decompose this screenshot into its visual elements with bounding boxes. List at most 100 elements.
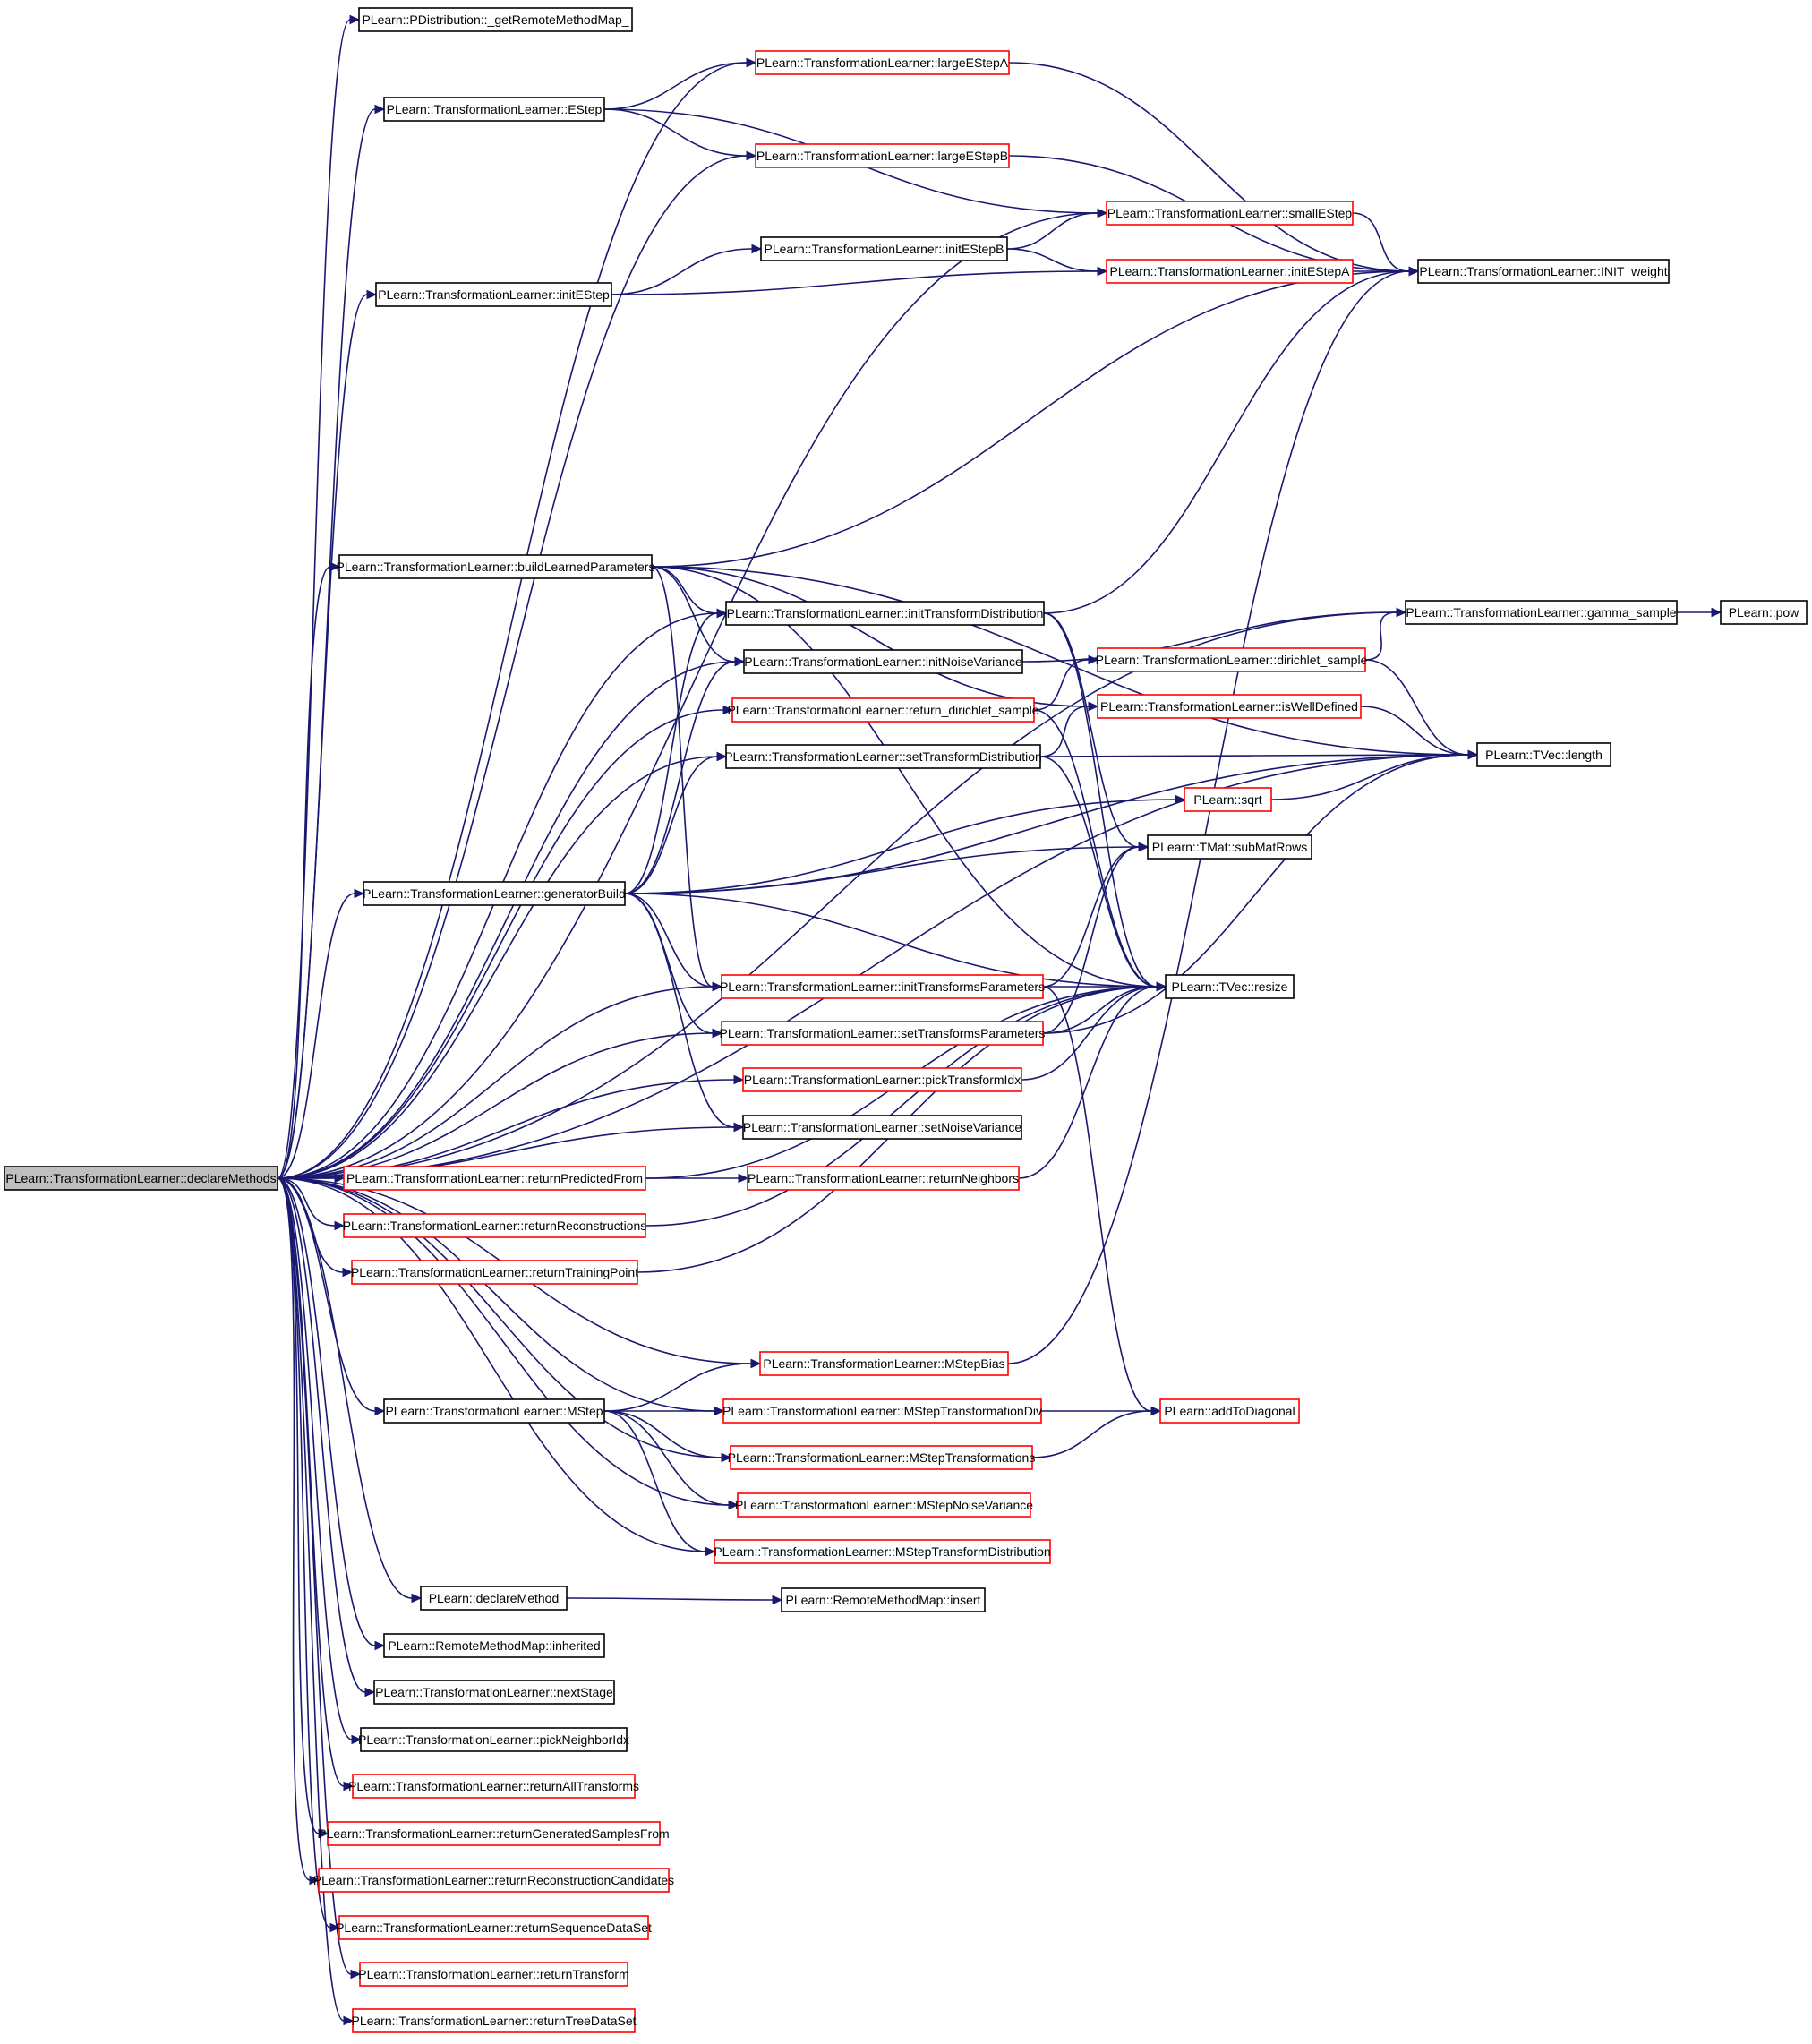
- arrowhead: [374, 104, 386, 115]
- edge-line: [611, 270, 1098, 295]
- node-label: PLearn::TransformationLearner::returnGen…: [318, 1826, 669, 1841]
- node-largeEStepA[interactable]: PLearn::TransformationLearner::largeESte…: [755, 50, 1010, 75]
- node-retSeqDS[interactable]: PLearn::TransformationLearner::returnSeq…: [336, 1915, 652, 1940]
- edge-MStep-to-MStepNV: [603, 1410, 739, 1510]
- edge-line: [603, 108, 748, 157]
- node-label: PLearn::pow: [1729, 605, 1799, 620]
- node-setTP[interactable]: PLearn::TransformationLearner::setTransf…: [720, 1021, 1046, 1046]
- node-retNeigh[interactable]: PLearn::TransformationLearner::returnNei…: [747, 1166, 1020, 1191]
- node-initNV[interactable]: PLearn::TransformationLearner::initNoise…: [743, 649, 1023, 674]
- arrowhead: [1097, 266, 1108, 277]
- edge-line: [277, 1177, 353, 1740]
- node-retTreeDS[interactable]: PLearn::TransformationLearner::returnTre…: [351, 2008, 637, 2033]
- node-box: [760, 236, 1008, 261]
- node-subMatRows[interactable]: PLearn::TMat::subMatRows: [1147, 834, 1312, 860]
- arrowhead: [746, 150, 757, 161]
- node-initEStepB[interactable]: PLearn::TransformationLearner::initEStep…: [760, 236, 1008, 261]
- edge-line: [1008, 62, 1410, 272]
- node-retAllT[interactable]: PLearn::TransformationLearner::returnAll…: [348, 1774, 639, 1799]
- node-label: PLearn::TVec::length: [1485, 748, 1603, 762]
- node-pickTI[interactable]: PLearn::TransformationLearner::pickTrans…: [742, 1067, 1022, 1092]
- node-gamma[interactable]: PLearn::TransformationLearner::gamma_sam…: [1405, 600, 1678, 625]
- edge-initEStepB-to-smallEStep: [1006, 208, 1108, 250]
- node-MStepBias[interactable]: PLearn::TransformationLearner::MStepBias: [759, 1351, 1009, 1376]
- node-label: PLearn::declareMethod: [429, 1591, 560, 1605]
- edge-line: [277, 893, 355, 1179]
- edge-line: [1042, 846, 1140, 988]
- node-setNV[interactable]: PLearn::TransformationLearner::setNoiseV…: [742, 1115, 1022, 1140]
- node-MStepNV[interactable]: PLearn::TransformationLearner::MStepNois…: [735, 1492, 1033, 1518]
- arrowhead: [329, 561, 341, 572]
- node-label: PLearn::TransformationLearner::dirichlet…: [1096, 653, 1368, 667]
- node-root[interactable]: PLearn::TransformationLearner::declareMe…: [4, 1166, 278, 1191]
- node-label: PLearn::TransformationLearner::largeESte…: [756, 56, 1009, 70]
- node-label: PLearn::TransformationLearner::setTransf…: [724, 749, 1042, 764]
- node-getRemote[interactable]: PLearn::PDistribution::_getRemoteMethodM…: [358, 7, 633, 32]
- node-initTD[interactable]: PLearn::TransformationLearner::initTrans…: [725, 601, 1045, 626]
- node-pickNI[interactable]: PLearn::TransformationLearner::pickNeigh…: [358, 1727, 629, 1752]
- edge-line: [277, 709, 724, 1179]
- edge-root-to-rmmInherited: [277, 1177, 386, 1651]
- node-resize[interactable]: PLearn::TVec::resize: [1165, 974, 1295, 999]
- node-buildLP[interactable]: PLearn::TransformationLearner::buildLear…: [337, 554, 655, 579]
- node-pow[interactable]: PLearn::pow: [1720, 600, 1808, 625]
- node-sqrt[interactable]: PLearn::sqrt: [1184, 787, 1272, 812]
- node-setTD[interactable]: PLearn::TransformationLearner::setTransf…: [724, 744, 1042, 769]
- edge-line: [277, 1177, 345, 1787]
- node-box: [725, 744, 1041, 769]
- node-initTP[interactable]: PLearn::TransformationLearner::initTrans…: [720, 974, 1045, 999]
- node-dirichlet[interactable]: PLearn::TransformationLearner::dirichlet…: [1096, 647, 1368, 672]
- node-retRecon[interactable]: PLearn::TransformationLearner::returnRec…: [343, 1213, 647, 1238]
- node-label: PLearn::TransformationLearner::returnRec…: [313, 1873, 674, 1887]
- node-MStepTDiv[interactable]: PLearn::TransformationLearner::MStepTran…: [722, 1398, 1042, 1424]
- node-smallEStep[interactable]: PLearn::TransformationLearner::smallESte…: [1106, 201, 1354, 226]
- node-rmmInherited[interactable]: PLearn::RemoteMethodMap::inherited: [383, 1633, 605, 1658]
- arrowhead: [1088, 701, 1099, 712]
- edge-line: [1021, 611, 1397, 663]
- node-label: PLearn::TransformationLearner::returnAll…: [348, 1779, 639, 1793]
- node-label: PLearn::TVec::resize: [1172, 979, 1288, 994]
- node-isWellDefined[interactable]: PLearn::TransformationLearner::isWellDef…: [1097, 694, 1362, 719]
- node-addToDiag[interactable]: PLearn::addToDiagonal: [1159, 1398, 1300, 1424]
- node-length[interactable]: PLearn::TVec::length: [1476, 742, 1611, 767]
- edge-line: [603, 62, 748, 110]
- node-EStep[interactable]: PLearn::TransformationLearner::EStep: [383, 97, 605, 122]
- edge-setTD-to-resize: [1039, 756, 1167, 992]
- node-box: [781, 1587, 986, 1612]
- node-initEStep[interactable]: PLearn::TransformationLearner::initEStep: [375, 282, 612, 307]
- edge-MStepTrans-to-addToDiag: [1031, 1406, 1162, 1458]
- node-box: [1165, 974, 1295, 999]
- edge-MStep-to-MStepTD: [603, 1410, 716, 1557]
- node-retTrainPt[interactable]: PLearn::TransformationLearner::returnTra…: [351, 1260, 638, 1285]
- arrowhead: [738, 1173, 749, 1184]
- node-retTrans[interactable]: PLearn::TransformationLearner::returnTra…: [358, 1962, 629, 1987]
- node-genBuild[interactable]: PLearn::TransformationLearner::generator…: [363, 881, 626, 906]
- node-initEStepA[interactable]: PLearn::TransformationLearner::initEStep…: [1106, 259, 1354, 284]
- edge-line: [1018, 986, 1158, 1179]
- node-retReconC[interactable]: PLearn::TransformationLearner::returnRec…: [313, 1868, 674, 1893]
- edge-line: [1033, 659, 1090, 711]
- edge-line: [566, 1597, 774, 1601]
- node-box: [721, 974, 1044, 999]
- node-largeEStepB[interactable]: PLearn::TransformationLearner::largeESte…: [755, 143, 1010, 168]
- edge-line: [624, 893, 735, 1128]
- node-INIT_weight[interactable]: PLearn::TransformationLearner::INIT_weig…: [1417, 259, 1670, 284]
- node-box: [1097, 647, 1366, 672]
- node-nextStage[interactable]: PLearn::TransformationLearner::nextStage: [373, 1680, 615, 1705]
- edge-line: [624, 893, 714, 988]
- node-declMethod[interactable]: PLearn::declareMethod: [420, 1586, 568, 1611]
- edge-dirichlet-to-gamma: [1364, 607, 1407, 661]
- node-label: PLearn::TransformationLearner::returnTra…: [358, 1967, 628, 1981]
- arrowhead: [1408, 266, 1420, 277]
- node-box: [343, 1166, 646, 1191]
- edge-setTD-to-isWellDefined: [1039, 701, 1099, 757]
- node-rmmInsert[interactable]: PLearn::RemoteMethodMap::insert: [781, 1587, 986, 1612]
- node-MStepTD[interactable]: PLearn::TransformationLearner::MStepTran…: [714, 1539, 1051, 1564]
- node-retDirichlet[interactable]: PLearn::TransformationLearner::return_di…: [727, 697, 1039, 723]
- edge-genBuild-to-initTD: [624, 608, 728, 894]
- node-retPred[interactable]: PLearn::TransformationLearner::returnPre…: [343, 1166, 646, 1191]
- node-MStepTrans[interactable]: PLearn::TransformationLearner::MStepTran…: [728, 1445, 1036, 1470]
- node-retGenS[interactable]: PLearn::TransformationLearner::returnGen…: [318, 1821, 670, 1846]
- node-MStep[interactable]: PLearn::TransformationLearner::MStep: [383, 1398, 605, 1424]
- node-box: [1476, 742, 1611, 767]
